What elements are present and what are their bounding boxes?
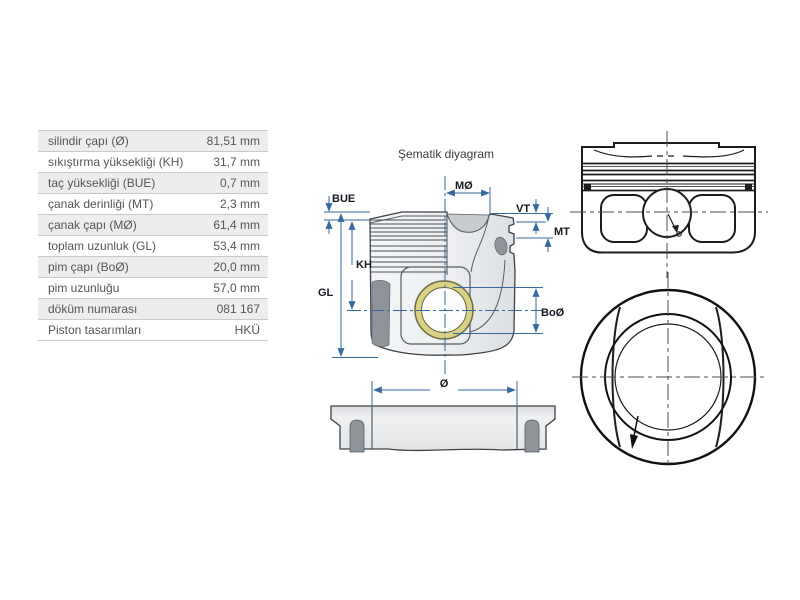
spec-label: silindir çapı (Ø) [48, 134, 129, 148]
table-row: çanak çapı (MØ) 61,4 mm [38, 215, 268, 236]
table-row: taç yüksekliği (BUE) 0,7 mm [38, 173, 268, 194]
spec-value: 31,7 mm [213, 155, 260, 169]
dimension-gl: GL [318, 213, 378, 358]
dimension-mo: MØ [446, 180, 491, 214]
cross-section-view [369, 211, 516, 356]
dimension-bue: BUE [324, 193, 370, 234]
spec-value: 57,0 mm [213, 281, 260, 295]
piston-side-view [570, 131, 768, 278]
mt-label: MT [554, 226, 570, 238]
vt-label: VT [516, 203, 530, 215]
table-row: sıkıştırma yüksekliği (KH) 31,7 mm [38, 152, 268, 173]
piston-top-view [572, 272, 766, 468]
bo-label: BoØ [541, 307, 565, 319]
cylinder-section-view [330, 405, 556, 453]
spec-value: 61,4 mm [213, 218, 260, 232]
spec-value: 081 167 [216, 302, 260, 316]
table-row: Piston tasarımları HKÜ [38, 320, 268, 341]
dimension-dia: Ø [371, 378, 518, 407]
spec-label: taç yüksekliği (BUE) [48, 176, 156, 190]
spec-value: 0,7 mm [219, 176, 260, 190]
spec-value: 2,3 mm [219, 197, 260, 211]
table-row: silindir çapı (Ø) 81,51 mm [38, 131, 268, 152]
bue-label: BUE [332, 193, 355, 205]
dimension-vt: VT [490, 199, 553, 234]
dia-label: Ø [440, 378, 449, 390]
spec-label: döküm numarası [48, 302, 138, 316]
spec-value: HKÜ [234, 323, 260, 337]
table-row: pim uzunluğu 57,0 mm [38, 278, 268, 299]
gl-label: GL [318, 287, 334, 299]
dimension-lines: BUE GL KH MØ VT [318, 176, 570, 407]
spec-value: 53,4 mm [213, 239, 260, 253]
table-row: pim çapı (BoØ) 20,0 mm [38, 257, 268, 278]
dimension-mt: MT [516, 207, 570, 252]
spec-label: çanak çapı (MØ) [48, 218, 137, 232]
diagram-title: Şematik diyagram [397, 147, 495, 161]
dimension-kh: KH [348, 221, 372, 310]
table-row: döküm numarası 081 167 [38, 299, 268, 320]
spec-label: toplam uzunluk (GL) [48, 239, 157, 253]
spec-label: pim çapı (BoØ) [48, 260, 129, 274]
spec-label: sıkıştırma yüksekliği (KH) [48, 155, 184, 169]
kh-label: KH [356, 259, 372, 271]
table-row: çanak derinliği (MT) 2,3 mm [38, 194, 268, 215]
spec-table: silindir çapı (Ø) 81,51 mm sıkıştırma yü… [38, 130, 268, 341]
mo-label: MØ [455, 180, 473, 192]
spec-label: çanak derinliği (MT) [48, 197, 154, 211]
dimension-bo: BoØ [453, 287, 565, 334]
spec-value: 81,51 mm [206, 134, 260, 148]
spec-label: pim uzunluğu [48, 281, 120, 295]
spec-value: 20,0 mm [213, 260, 260, 274]
spec-label: Piston tasarımları [48, 323, 142, 337]
table-row: toplam uzunluk (GL) 53,4 mm [38, 236, 268, 257]
